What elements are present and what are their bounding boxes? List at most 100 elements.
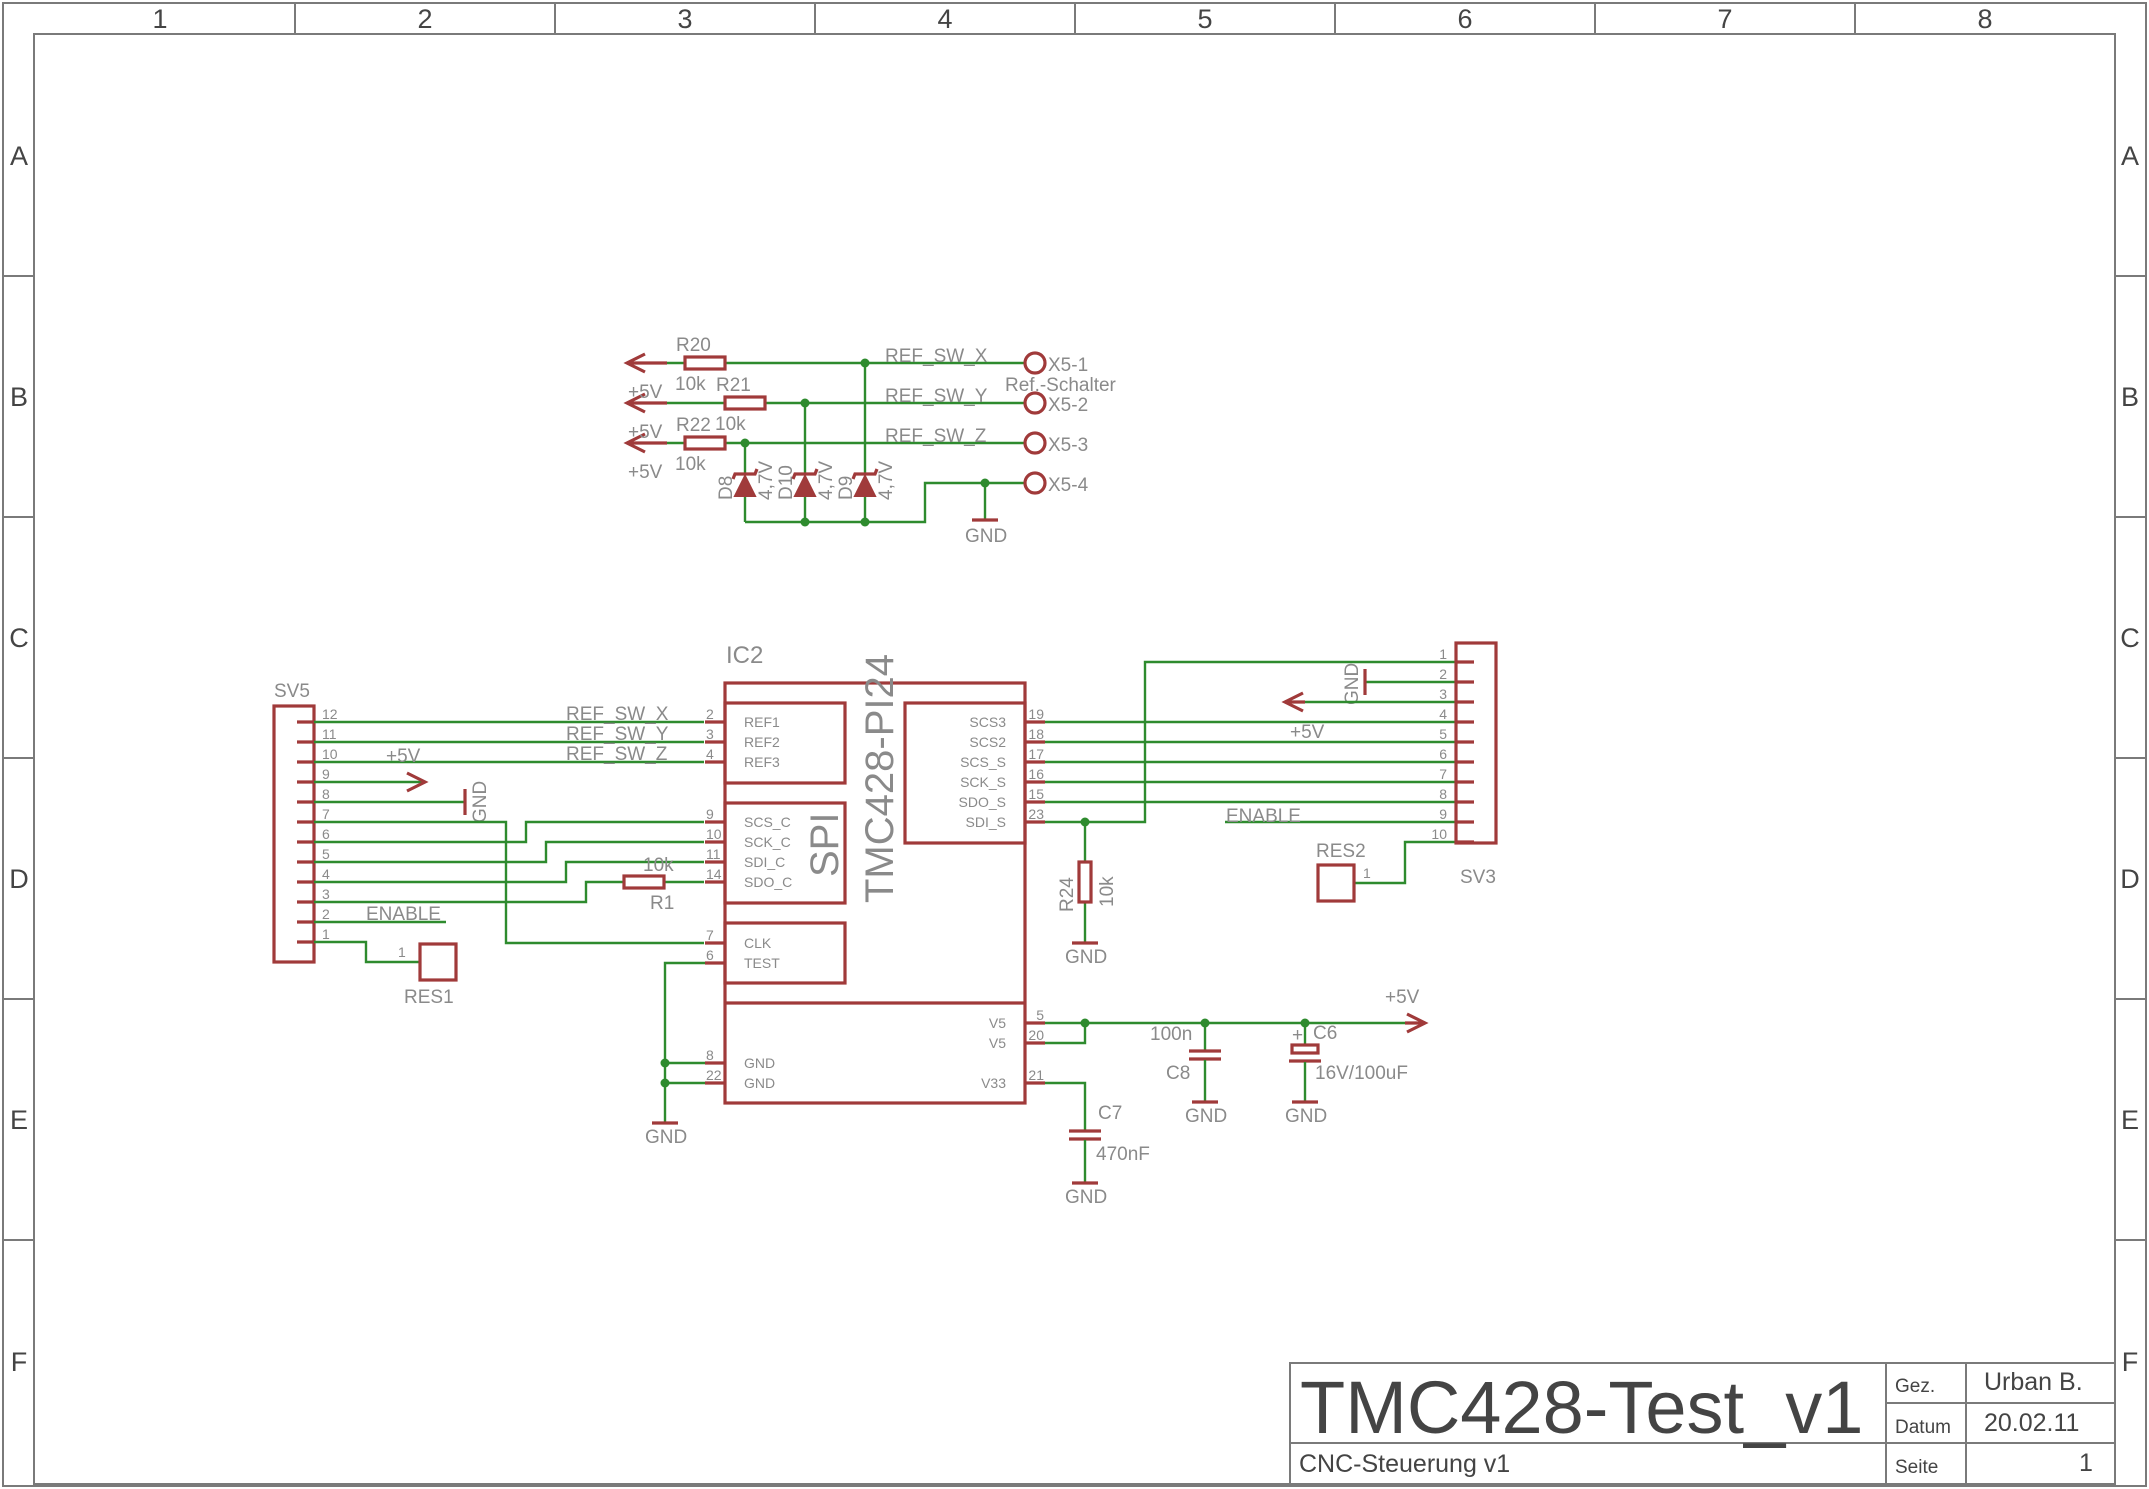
gnd-label: GND — [1065, 1187, 1107, 1208]
pin-name: TEST — [744, 955, 780, 971]
pin-number: 7 — [706, 927, 714, 943]
sv3-wiring: R24 10k GND GND +5V ENABLE 1 RES2 — [1045, 660, 1456, 968]
res2-name: RES2 — [1316, 841, 1366, 862]
pin-name: SCK_S — [960, 774, 1006, 790]
pin-number: 18 — [1028, 726, 1044, 742]
d10-value: 4,7V — [816, 461, 837, 500]
seite-label: Seite — [1895, 1457, 1938, 1478]
seite-value: 1 — [2079, 1449, 2093, 1477]
row-label: E — [10, 1105, 28, 1135]
sv3-name: SV3 — [1460, 867, 1496, 888]
c8-name: C8 — [1166, 1063, 1190, 1084]
net-label-ref-sw-y: REF_SW_Y — [566, 724, 669, 745]
title-block: TMC428-Test_v1 CNC-Steuerung v1 Gez. Urb… — [1289, 1362, 2116, 1485]
pin-number: 2 — [322, 906, 330, 922]
pin-number: 4 — [706, 746, 714, 762]
pin-name: SDO_S — [959, 794, 1006, 810]
pin-number: 23 — [1028, 806, 1044, 822]
d9-value: 4,7V — [876, 461, 897, 500]
pin-name: REF2 — [744, 734, 780, 750]
pin-number: 15 — [1028, 786, 1044, 802]
gnd-label: GND — [965, 526, 1007, 547]
res1-pin: 1 — [398, 944, 406, 960]
sv5-name: SV5 — [274, 681, 310, 702]
gnd-label: GND — [1285, 1106, 1327, 1127]
pin-number: 5 — [322, 846, 330, 862]
pin-number: 3 — [322, 886, 330, 902]
pin-number: 11 — [322, 726, 337, 742]
drawing-title: TMC428-Test_v1 — [1300, 1366, 1863, 1449]
pin-number: 3 — [706, 726, 714, 742]
pin-name: SCS3 — [969, 714, 1006, 730]
pin-name: SCS_C — [744, 814, 791, 830]
d9-name: D9 — [836, 476, 857, 500]
column-label: 7 — [1717, 4, 1732, 34]
pin-number: 8 — [1439, 786, 1447, 802]
x5-value-label: Ref.-Schalter — [1005, 375, 1117, 396]
pin-name: CLK — [744, 935, 772, 951]
pin-name: SDI_S — [966, 814, 1006, 830]
res2-pad-icon — [1316, 863, 1356, 903]
pin-number: 16 — [1028, 766, 1044, 782]
pin-number: 8 — [706, 1047, 714, 1063]
c6-value: 16V/100uF — [1315, 1063, 1408, 1084]
sv5-wiring: REF_SW_X REF_SW_Y REF_SW_Z +5V GND 10k R… — [314, 704, 704, 1008]
pin-name: SCS_S — [960, 754, 1006, 770]
pin-number: 6 — [706, 947, 714, 963]
gnd-label: GND — [1185, 1106, 1227, 1127]
d10-name: D10 — [776, 465, 797, 500]
c8-value: 100n — [1150, 1024, 1192, 1045]
r1-value: 10k — [643, 855, 674, 876]
net-label-ref-sw-y: REF_SW_Y — [885, 386, 988, 407]
row-label: B — [10, 382, 28, 412]
r21-name: R21 — [716, 375, 751, 396]
r1-name: R1 — [650, 893, 674, 914]
supply-arrow-icon — [1406, 1012, 1429, 1034]
pin-name: GND — [744, 1055, 775, 1071]
pin-name: REF3 — [744, 754, 780, 770]
pin-number: 9 — [322, 766, 330, 782]
row-label: F — [2122, 1347, 2139, 1377]
power-section: +5V 100n C8 GND + C6 16V/100uF GND C7 47… — [1045, 987, 1429, 1208]
ic2-name: IC2 — [726, 642, 763, 669]
gnd-label: GND — [1342, 663, 1363, 705]
row-label: C — [9, 623, 29, 653]
column-label: 3 — [677, 4, 692, 34]
datum-value: 20.02.11 — [1984, 1409, 2079, 1437]
r22-value: 10k — [675, 454, 706, 475]
c7-value: 470nF — [1096, 1144, 1150, 1165]
net-label-ref-sw-z: REF_SW_Z — [885, 426, 987, 447]
net-label-ref-sw-x: REF_SW_X — [566, 704, 669, 725]
row-label: A — [10, 141, 28, 171]
resistor-r22-icon — [683, 435, 727, 451]
r24-name: R24 — [1057, 877, 1078, 912]
pin-number: 20 — [1028, 1027, 1044, 1043]
x5-pin-label: X5-1 — [1048, 355, 1088, 376]
row-label: D — [2120, 864, 2140, 894]
resistor-r24-icon — [1077, 860, 1093, 904]
gez-value: Urban B. — [1984, 1368, 2083, 1396]
r22-name: R22 — [676, 415, 711, 436]
pin-number: 6 — [322, 826, 330, 842]
pin-number: 2 — [706, 706, 714, 722]
net-label-ref-sw-x: REF_SW_X — [885, 346, 988, 367]
pin-number: 5 — [1036, 1007, 1044, 1023]
res2-pin: 1 — [1363, 865, 1371, 881]
r20-name: R20 — [676, 335, 711, 356]
pin-name: REF1 — [744, 714, 780, 730]
pin-number: 2 — [1439, 666, 1447, 682]
res1-name: RES1 — [404, 987, 454, 1008]
capacitor-c6-icon — [1290, 1043, 1320, 1055]
ic2-part: TMC428-PI24 — [858, 654, 902, 903]
x5-pin-label: X5-4 — [1048, 475, 1089, 496]
row-label: D — [9, 864, 29, 894]
pin-number: 6 — [1439, 746, 1447, 762]
row-label: A — [2121, 141, 2139, 171]
gnd-label: GND — [470, 781, 491, 823]
column-label: 4 — [937, 4, 952, 34]
spi-label: SPI — [803, 813, 847, 877]
